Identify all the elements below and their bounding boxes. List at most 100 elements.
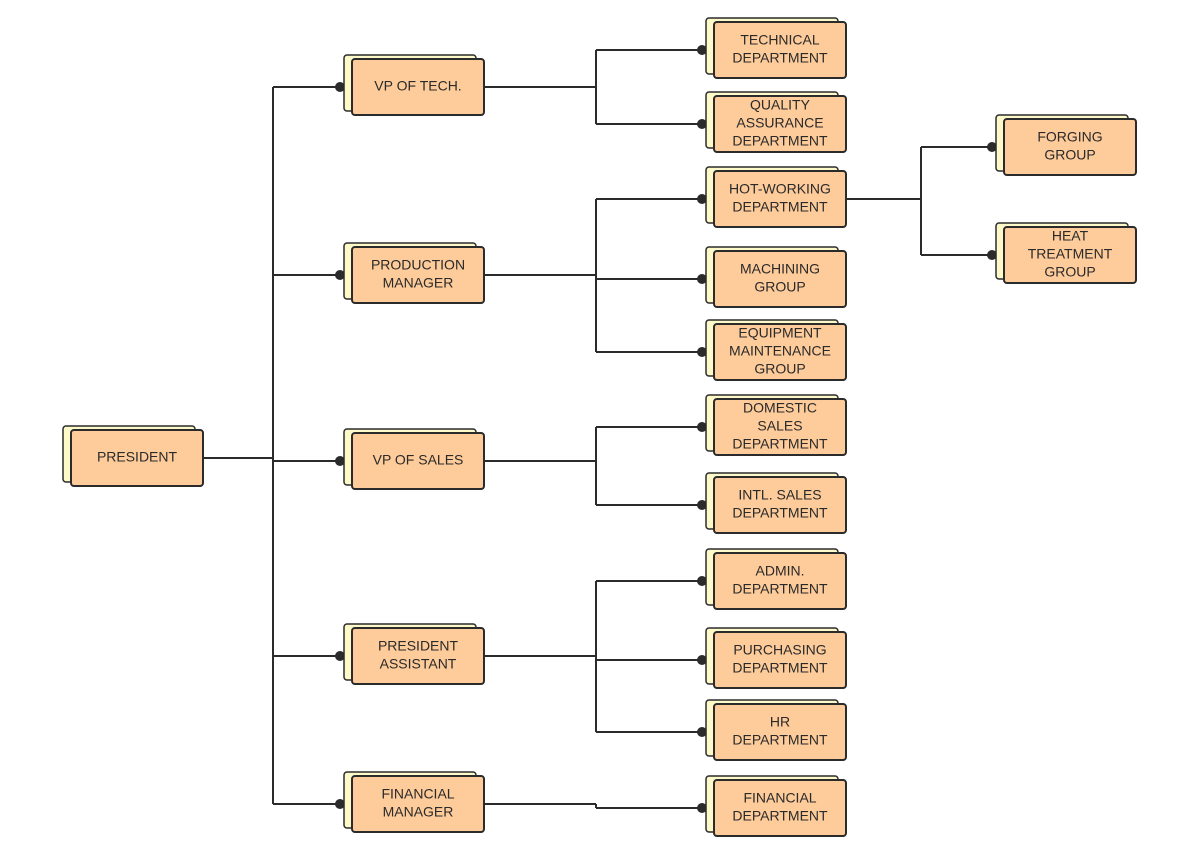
node-label-line: GROUP [754, 279, 805, 295]
node-label-line: PRESIDENT [97, 449, 178, 465]
node-vp-sales[interactable]: VP OF SALES [343, 428, 485, 490]
node-card [713, 398, 847, 456]
node-card [713, 552, 847, 610]
node-card [1003, 226, 1137, 284]
connector-dot-forging-group [987, 142, 997, 152]
node-label-line: HOT-WORKING [729, 181, 831, 197]
connector-dot-vp-sales [335, 456, 345, 466]
node-financial-department[interactable]: FINANCIAL DEPARTMENT [705, 775, 847, 837]
node-label: QUALITY ASSURANCE DEPARTMENT [732, 97, 828, 149]
connector-dot-intl-sales-department [697, 500, 707, 510]
node-label: PURCHASING DEPARTMENT [732, 642, 828, 676]
node-label-line: SALES [757, 418, 802, 434]
node-president[interactable]: PRESIDENT [62, 425, 204, 487]
connector-dot-quality-assurance-department [697, 119, 707, 129]
node-label-line: DEPARTMENT [732, 660, 828, 676]
connector-layer [203, 45, 997, 813]
node-label: VP OF TECH. [374, 78, 461, 94]
node-card [351, 58, 485, 116]
node-label: MACHINING GROUP [740, 261, 820, 295]
node-label-line: ASSURANCE [736, 115, 823, 131]
node-label: HOT-WORKING DEPARTMENT [729, 181, 831, 215]
node-card [351, 432, 485, 490]
node-card [351, 246, 485, 304]
node-label-line: MAINTENANCE [729, 343, 831, 359]
node-label-line: DEPARTMENT [732, 199, 828, 215]
node-label-line: FORGING [1037, 129, 1102, 145]
node-card [351, 627, 485, 685]
node-label-line: MANAGER [383, 804, 454, 820]
node-card [351, 775, 485, 833]
connector-dot-president-assistant [335, 651, 345, 661]
connector-dot-machining-group [697, 274, 707, 284]
node-domestic-sales-department[interactable]: DOMESTIC SALES DEPARTMENT [705, 394, 847, 456]
node-label-line: GROUP [1044, 264, 1095, 280]
node-card [713, 95, 847, 153]
node-label-line: DEPARTMENT [732, 50, 828, 66]
node-label-line: ASSISTANT [380, 656, 457, 672]
node-label: FINANCIAL DEPARTMENT [732, 790, 828, 824]
node-label-line: GROUP [754, 361, 805, 377]
node-label-line: VP OF TECH. [374, 78, 461, 94]
connector-dot-financial-manager [335, 799, 345, 809]
node-card [713, 250, 847, 308]
node-admin-department[interactable]: ADMIN. DEPARTMENT [705, 548, 847, 610]
node-president-assistant[interactable]: PRESIDENT ASSISTANT [343, 623, 485, 685]
node-equipment-maintenance-group[interactable]: EQUIPMENT MAINTENANCE GROUP [705, 319, 847, 381]
node-label-line: TREATMENT [1028, 246, 1113, 262]
node-card [713, 779, 847, 837]
node-label-line: DEPARTMENT [732, 436, 828, 452]
node-label-line: MACHINING [740, 261, 820, 277]
node-card [713, 21, 847, 79]
connector-dot-purchasing-department [697, 655, 707, 665]
node-label-line: PURCHASING [733, 642, 826, 658]
node-machining-group[interactable]: MACHINING GROUP [705, 246, 847, 308]
node-label-line: VP OF SALES [373, 452, 464, 468]
connector-dot-financial-department [697, 803, 707, 813]
connector-dot-domestic-sales-department [697, 422, 707, 432]
node-label-line: PRODUCTION [371, 257, 465, 273]
node-card [713, 170, 847, 228]
node-label-line: INTL. SALES [738, 487, 821, 503]
connector-dot-production-manager [335, 270, 345, 280]
node-quality-assurance-department[interactable]: QUALITY ASSURANCE DEPARTMENT [705, 91, 847, 153]
node-label-line: DEPARTMENT [732, 732, 828, 748]
node-vp-tech[interactable]: VP OF TECH. [343, 54, 485, 116]
node-label-line: DEPARTMENT [732, 808, 828, 824]
connector-dot-admin-department [697, 576, 707, 586]
connector-dot-hot-working-department [697, 194, 707, 204]
node-card [713, 703, 847, 761]
node-label-line: EQUIPMENT [738, 325, 822, 341]
node-label-line: DEPARTMENT [732, 133, 828, 149]
node-card [1003, 118, 1137, 176]
node-hot-working-department[interactable]: HOT-WORKING DEPARTMENT [705, 166, 847, 228]
node-label: VP OF SALES [373, 452, 464, 468]
node-purchasing-department[interactable]: PURCHASING DEPARTMENT [705, 627, 847, 689]
node-card [713, 476, 847, 534]
node-label-line: QUALITY [750, 97, 811, 113]
node-label-line: PRESIDENT [378, 638, 459, 654]
node-intl-sales-department[interactable]: INTL. SALES DEPARTMENT [705, 472, 847, 534]
node-card [70, 429, 204, 487]
node-label-line: DEPARTMENT [732, 505, 828, 521]
node-label-line: DOMESTIC [743, 400, 817, 416]
node-label-line: FINANCIAL [743, 790, 816, 806]
node-label-line: ADMIN. [756, 563, 805, 579]
node-label: PRESIDENT [97, 449, 178, 465]
node-label: INTL. SALES DEPARTMENT [732, 487, 828, 521]
node-label-line: DEPARTMENT [732, 581, 828, 597]
connector-dot-hr-department [697, 727, 707, 737]
